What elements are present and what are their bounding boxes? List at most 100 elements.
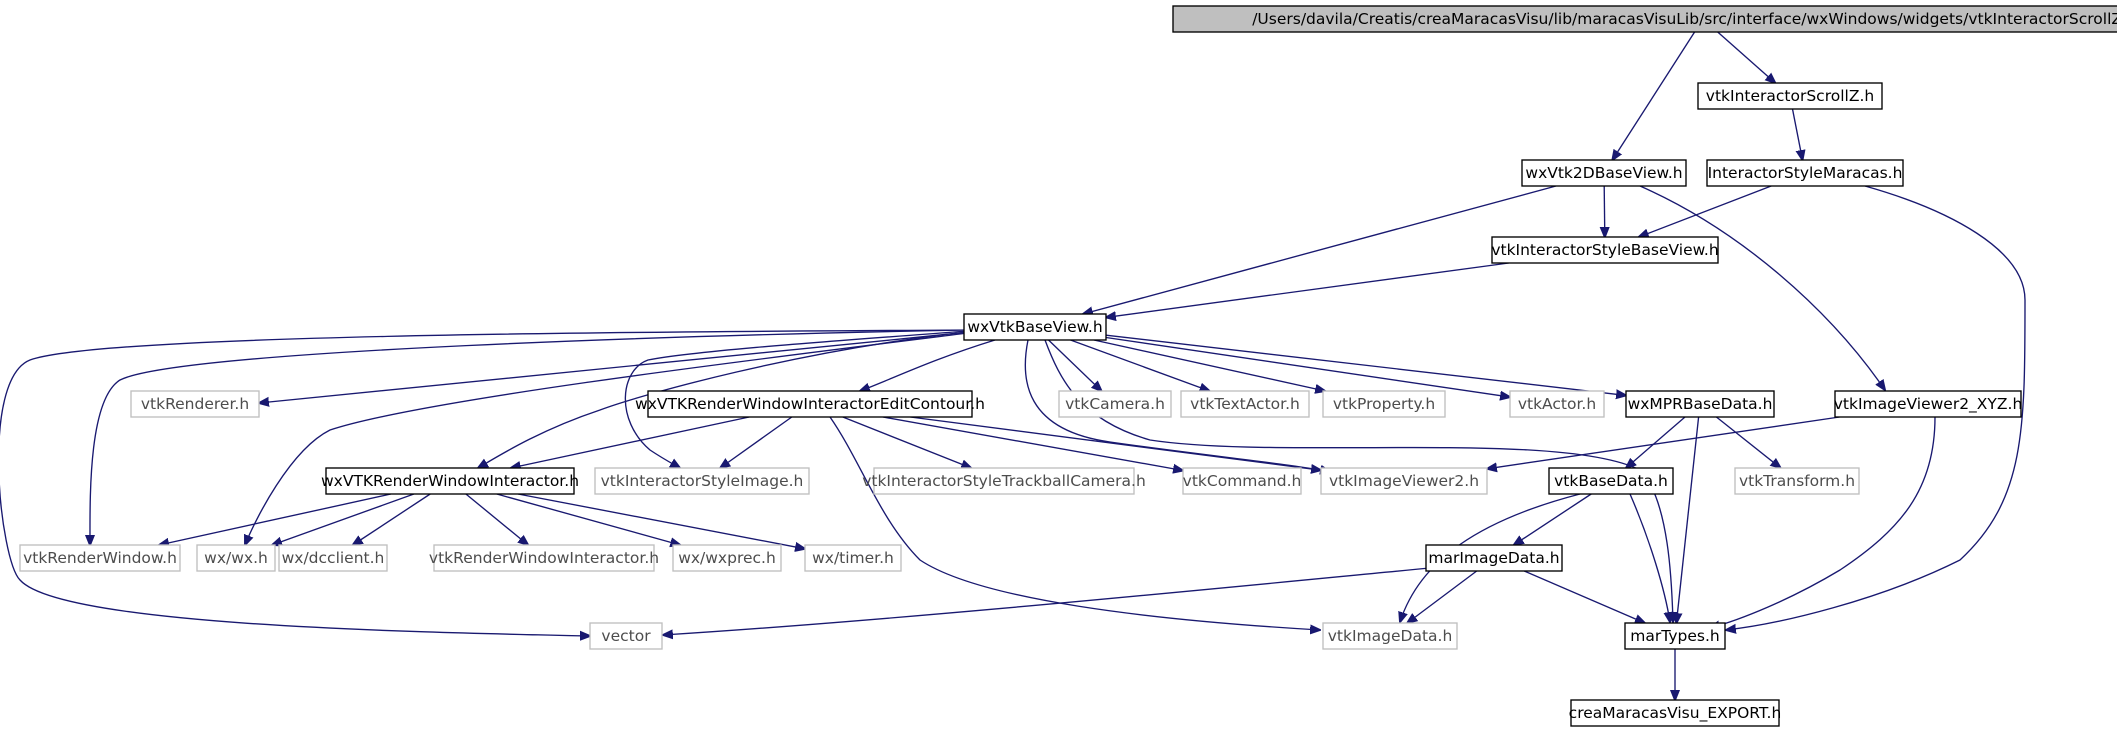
edge-n14-to-n24 — [465, 493, 528, 545]
node-box — [1509, 390, 1605, 418]
node-box — [1697, 82, 1883, 110]
node-label: vtkInteractorScrollZ.h — [1706, 87, 1874, 105]
node-label: marTypes.h — [1630, 627, 1719, 645]
node-box — [325, 467, 575, 495]
node-box — [1625, 390, 1775, 418]
node-n16: vtkInteractorStyleTrackballCamera.h — [862, 467, 1146, 495]
edge-n5-to-n12 — [1105, 334, 1626, 395]
node-box — [873, 467, 1135, 495]
edge-n19-to-n30 — [1629, 493, 1670, 622]
edge-n12-to-n30 — [1676, 416, 1700, 623]
edge-n12-to-n19 — [1626, 416, 1686, 468]
node-label: wxVTKRenderWindowInteractor.h — [321, 472, 579, 490]
node-n3[interactable]: InteractorStyleMaracas.h — [1706, 159, 1904, 187]
node-label: wx/wxprec.h — [678, 549, 776, 567]
node-label: vtkImageData.h — [1328, 627, 1453, 645]
node-n31[interactable]: creaMaracasVisu_EXPORT.h — [1569, 699, 1782, 727]
node-n7[interactable]: wxVTKRenderWindowInteractorEditContour.h — [635, 390, 985, 418]
node-label: vtkRenderWindow.h — [23, 549, 177, 567]
node-label: vtkRenderer.h — [141, 395, 249, 413]
node-n15: vtkInteractorStyleImage.h — [594, 467, 810, 495]
node-n27[interactable]: marImageData.h — [1425, 544, 1563, 572]
node-label: wx/timer.h — [812, 549, 894, 567]
edge-n1-to-n3 — [1791, 108, 1803, 160]
edge-n5-to-n11 — [1105, 336, 1510, 398]
edge-n5-to-n10 — [1093, 339, 1325, 391]
node-box — [278, 544, 388, 572]
node-n21: vtkRenderWindow.h — [19, 544, 181, 572]
node-n24: vtkRenderWindowInteractor.h — [429, 544, 659, 572]
edge-n2-to-n4 — [1604, 185, 1605, 237]
node-n23: wx/dcclient.h — [278, 544, 388, 572]
edge-n27-to-n30 — [1523, 570, 1645, 623]
edge-n14-to-n26 — [517, 493, 805, 549]
node-n2[interactable]: wxVtk2DBaseView.h — [1521, 159, 1687, 187]
edge-n7-to-n29 — [829, 416, 1320, 630]
node-box — [589, 622, 663, 650]
node-n19[interactable]: vtkBaseData.h — [1548, 467, 1674, 495]
edge-n14-to-n25 — [496, 493, 680, 545]
edge-n7-to-n18 — [910, 416, 1321, 470]
node-box — [196, 544, 276, 572]
node-n14[interactable]: wxVTKRenderWindowInteractor.h — [321, 467, 579, 495]
node-box — [1322, 390, 1446, 418]
node-n26: wx/timer.h — [804, 544, 902, 572]
node-label: vtkProperty.h — [1333, 395, 1435, 413]
node-n20: vtkTransform.h — [1734, 467, 1860, 495]
node-box — [1058, 390, 1172, 418]
node-label: vtkInteractorStyleTrackballCamera.h — [862, 472, 1146, 490]
node-n11: vtkActor.h — [1509, 390, 1605, 418]
node-label: /Users/davila/Creatis/creaMaracasVisu/li… — [1252, 10, 2117, 28]
node-n22: wx/wx.h — [196, 544, 276, 572]
edge-n5-to-n7 — [860, 339, 996, 391]
node-label: wx/wx.h — [204, 549, 268, 567]
node-n12[interactable]: wxMPRBaseData.h — [1625, 390, 1775, 418]
node-box — [1425, 544, 1563, 572]
edge-n4-to-n5 — [1106, 262, 1509, 317]
node-label: wxVTKRenderWindowInteractorEditContour.h — [635, 395, 985, 413]
node-label: creaMaracasVisu_EXPORT.h — [1569, 704, 1782, 723]
edge-n5-to-n9 — [1070, 339, 1210, 391]
node-label: vtkActor.h — [1518, 395, 1596, 413]
node-box — [19, 544, 181, 572]
node-n30[interactable]: marTypes.h — [1624, 622, 1726, 650]
edges-layer — [0, 31, 2026, 700]
node-label: vtkBaseData.h — [1554, 472, 1668, 490]
edge-n5-to-n8 — [1048, 339, 1102, 391]
node-n25: wx/wxprec.h — [672, 544, 782, 572]
node-box — [1834, 390, 2022, 418]
node-label: vtkCamera.h — [1065, 395, 1165, 413]
edge-n0-to-n1 — [1717, 31, 1776, 83]
node-label: vtkImageViewer2_XYZ.h — [1834, 395, 2023, 414]
node-label: vtkRenderWindowInteractor.h — [429, 549, 659, 567]
node-n13[interactable]: vtkImageViewer2_XYZ.h — [1834, 390, 2023, 418]
node-box — [1180, 390, 1310, 418]
node-n5[interactable]: wxVtkBaseView.h — [963, 313, 1107, 341]
edge-n2-to-n13 — [1639, 185, 1885, 390]
node-box — [963, 313, 1107, 341]
edge-n13-to-n30 — [1710, 416, 1936, 628]
node-n1[interactable]: vtkInteractorScrollZ.h — [1697, 82, 1883, 110]
node-box — [672, 544, 782, 572]
node-n0[interactable]: /Users/davila/Creatis/creaMaracasVisu/li… — [1172, 5, 2117, 33]
node-label: vtkInteractorStyleBaseView.h — [1491, 241, 1718, 259]
node-label: vtkCommand.h — [1183, 472, 1302, 490]
edge-n12-to-n20 — [1715, 416, 1780, 468]
node-n4[interactable]: vtkInteractorStyleBaseView.h — [1491, 236, 1719, 264]
edge-n14-to-n22 — [272, 493, 415, 545]
node-box — [594, 467, 810, 495]
node-box — [1624, 622, 1726, 650]
node-n17: vtkCommand.h — [1182, 467, 1302, 495]
node-label: vtkImageViewer2.h — [1329, 472, 1479, 490]
node-box — [433, 544, 655, 572]
edge-n5-to-n21 — [90, 329, 969, 545]
node-label: vtkInteractorStyleImage.h — [601, 472, 804, 490]
edge-n14-to-n23 — [353, 493, 431, 545]
edge-n27-to-n29 — [1407, 570, 1478, 623]
edge-n5-to-n6 — [259, 331, 969, 403]
node-label: InteractorStyleMaracas.h — [1708, 164, 1903, 182]
edge-n5-to-n18 — [1024, 339, 1330, 472]
node-box — [1172, 5, 2117, 33]
node-box — [130, 390, 260, 418]
